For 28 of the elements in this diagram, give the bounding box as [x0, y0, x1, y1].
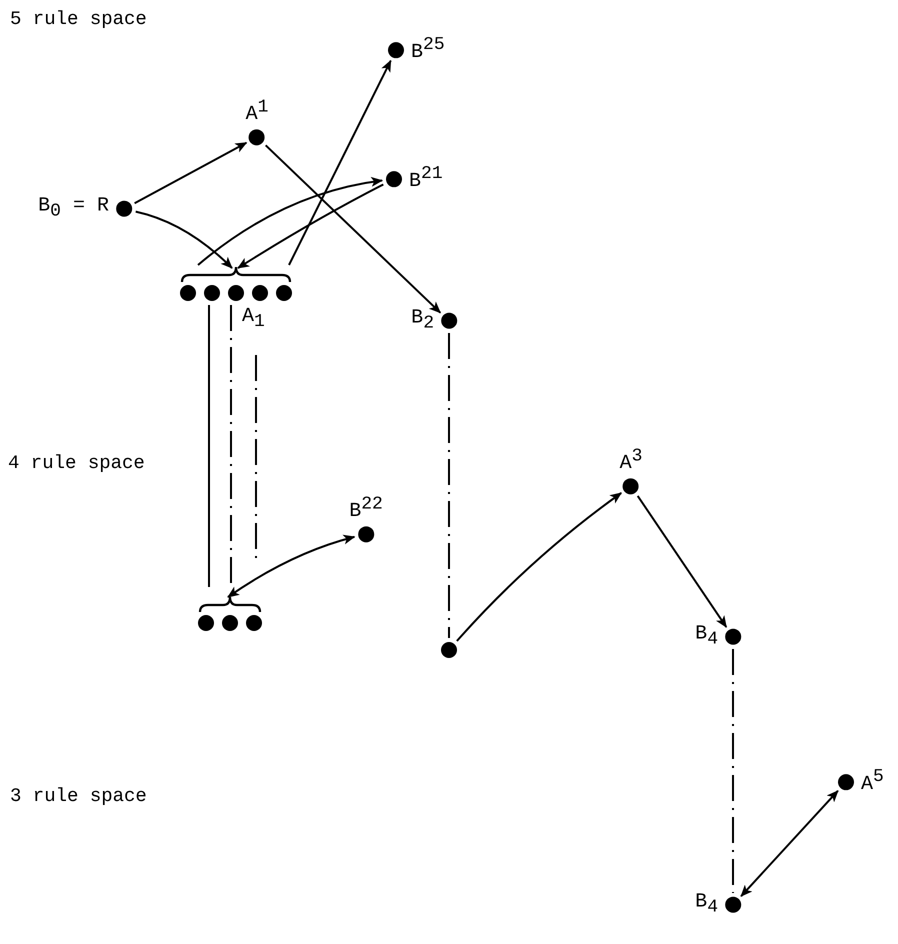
connector-line — [448, 333, 450, 638]
point-label: A$^{3}$ — [620, 446, 642, 476]
arrow — [265, 144, 442, 314]
arrow — [197, 177, 384, 266]
point-label: B$^{25}$ — [411, 35, 445, 65]
arrow — [288, 60, 392, 266]
region-label: 3 rule space — [10, 785, 147, 807]
point-label: A$^{5}$ — [861, 767, 884, 797]
arrow — [134, 142, 248, 204]
point-label: B$_{4}$ — [695, 622, 718, 652]
region-label: 4 rule space — [8, 452, 145, 474]
point-label: B$_{2}$ — [411, 306, 434, 336]
arrow — [227, 534, 356, 598]
point-label: B$^{22}$ — [349, 494, 383, 524]
arrow — [636, 495, 728, 628]
point-label: B$^{21}$ — [409, 164, 443, 194]
point-label: A$^{1}$ — [246, 97, 268, 127]
arrow — [135, 210, 233, 269]
connector-line — [732, 649, 734, 893]
arrow — [740, 790, 839, 897]
point-label: B$_{4}$ — [695, 890, 718, 920]
point-label: A$_{1}$ — [242, 305, 266, 334]
connector-line — [255, 355, 257, 560]
arrow — [237, 184, 384, 269]
region-label: 5 rule space — [10, 8, 147, 30]
arrow — [456, 492, 622, 642]
point-label: B$_{0}$ = R — [38, 194, 109, 224]
connector-line — [208, 305, 210, 587]
